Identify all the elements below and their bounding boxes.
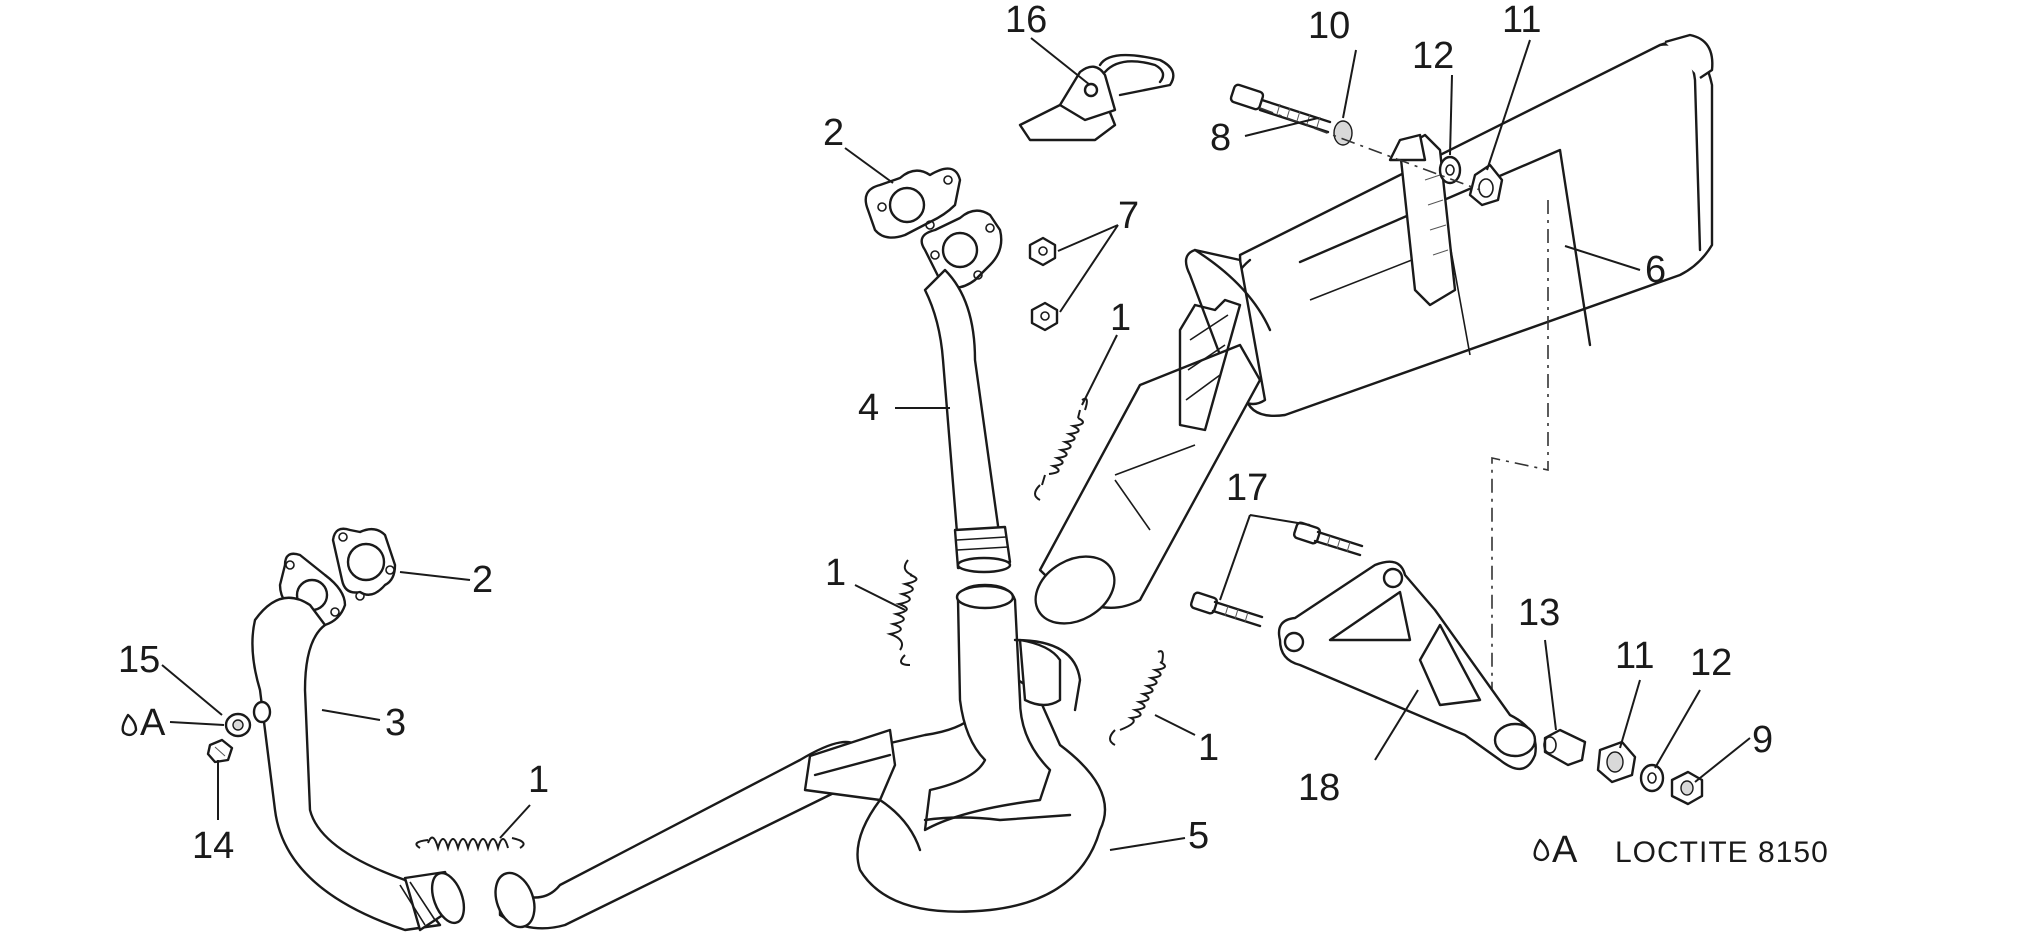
callout-1-right: 1 xyxy=(1198,727,1219,769)
callout-11-top: 11 xyxy=(1502,0,1541,41)
spacer-part-13 xyxy=(1543,728,1587,767)
nut-part-9 xyxy=(1670,770,1704,806)
header-pipe-part-3 xyxy=(251,552,466,932)
silencer-part-6 xyxy=(1034,33,1714,625)
gasket-part-2-top xyxy=(864,167,962,239)
callout-18: 18 xyxy=(1298,767,1340,809)
callout-8: 8 xyxy=(1210,117,1231,159)
callout-labels: 16 10 12 11 8 2 7 6 1 4 17 1 2 15 A 3 14… xyxy=(118,0,1773,867)
callout-a-left: A xyxy=(140,702,166,744)
bracket-part-16 xyxy=(1018,53,1175,142)
callout-12-top: 12 xyxy=(1412,35,1454,77)
callout-12-bottom: 12 xyxy=(1690,642,1732,684)
callout-16: 16 xyxy=(1005,0,1047,41)
callout-14: 14 xyxy=(192,825,234,867)
washer-part-12-bottom xyxy=(1639,763,1665,793)
leader-lines xyxy=(161,37,1751,851)
screw-part-14 xyxy=(206,738,234,764)
callout-2-left: 2 xyxy=(472,559,493,601)
callout-5: 5 xyxy=(1188,815,1209,857)
callout-1-mid: 1 xyxy=(825,552,846,594)
bolts-part-17 xyxy=(1189,521,1364,628)
pipe-part-5 xyxy=(494,583,1107,930)
loctite-drop-icon xyxy=(1533,838,1550,862)
callout-9: 9 xyxy=(1752,719,1773,761)
spring-part-1-right xyxy=(1109,650,1166,746)
callout-17: 17 xyxy=(1226,467,1268,509)
callout-2-top: 2 xyxy=(823,112,844,154)
loctite-drop-left xyxy=(121,713,138,737)
callout-15: 15 xyxy=(118,639,160,681)
callout-6: 6 xyxy=(1645,249,1666,291)
bracket-part-18 xyxy=(1277,560,1537,770)
legend-text: LOCTITE 8150 xyxy=(1615,836,1829,869)
bolt-part-8 xyxy=(1229,83,1332,134)
callout-7: 7 xyxy=(1118,195,1139,237)
bushing-part-11-top xyxy=(1468,163,1504,207)
header-pipe-part-4 xyxy=(920,209,1012,574)
callout-4: 4 xyxy=(858,387,879,429)
bushing-part-11-bottom xyxy=(1596,740,1637,784)
callout-3: 3 xyxy=(385,702,406,744)
washer-part-12-top xyxy=(1438,155,1462,185)
spring-part-1-upper xyxy=(1034,397,1088,501)
callout-13: 13 xyxy=(1518,592,1560,634)
legend-symbol: A xyxy=(1552,829,1578,871)
nuts-part-7 xyxy=(1028,236,1059,332)
washer-part-10 xyxy=(1333,120,1353,146)
spring-part-1-mid xyxy=(886,559,918,666)
gasket-part-2-left xyxy=(331,527,397,601)
washer-part-15 xyxy=(224,712,252,738)
callout-11-bottom: 11 xyxy=(1615,635,1654,677)
callout-10: 10 xyxy=(1308,5,1350,47)
legend: A LOCTITE 8150 xyxy=(1533,829,1829,871)
callout-1-upper: 1 xyxy=(1110,297,1131,339)
spring-part-1-bottom xyxy=(415,836,525,852)
callout-1-bottom: 1 xyxy=(528,759,549,801)
